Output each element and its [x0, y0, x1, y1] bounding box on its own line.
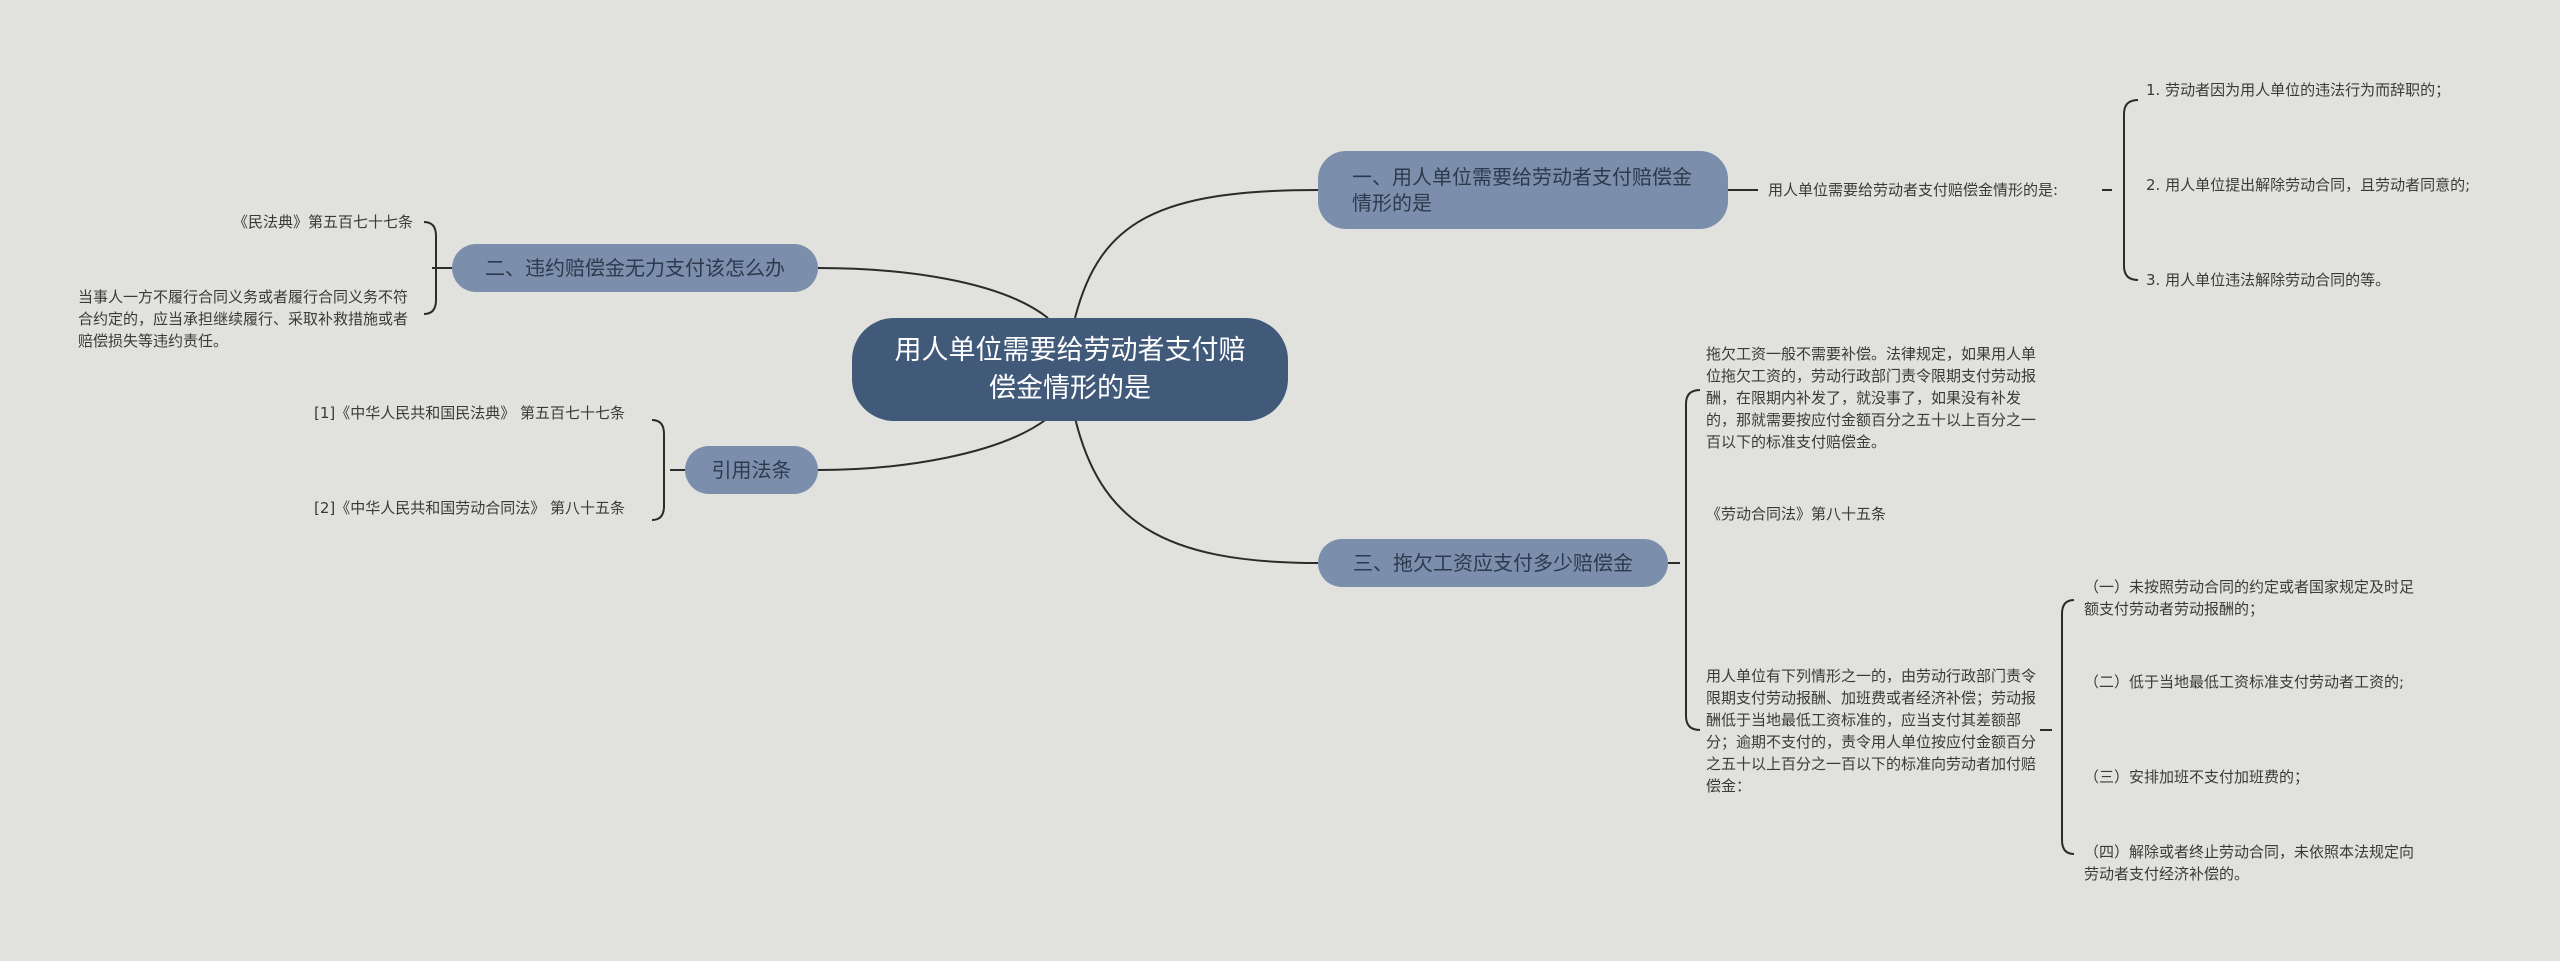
branch-2-label: 二、违约赔偿金无力支付该怎么办	[485, 256, 785, 280]
branch-node-2[interactable]: 二、违约赔偿金无力支付该怎么办	[452, 244, 818, 292]
branch-3-label: 引用法条	[711, 458, 792, 482]
branch-node-4[interactable]: 三、拖欠工资应支付多少赔偿金	[1318, 539, 1668, 587]
branch-4-subitem-4: （四）解除或者终止劳动合同，未依照本法规定向劳动者支付经济补偿的。	[2084, 843, 2415, 883]
branch-1-child: 用人单位需要给劳动者支付赔偿金情形的是:	[1768, 181, 2059, 199]
branch-3-item-2: [2]《中华人民共和国劳动合同法》 第八十五条	[314, 499, 626, 517]
branch-1-item-3: 3. 用人单位违法解除劳动合同的等。	[2146, 271, 2391, 289]
branch-4-subitem-2: （二）低于当地最低工资标准支付劳动者工资的;	[2084, 673, 2405, 691]
bracket-branch3	[651, 419, 685, 521]
branch-4-subitem-1: （一）未按照劳动合同的约定或者国家规定及时足额支付劳动者劳动报酬的；	[2084, 578, 2415, 618]
link-root-branch1	[1074, 189, 1319, 319]
root-label: 用人单位需要给劳动者支付赔偿金情形的是	[894, 334, 1246, 404]
branch-1-label: 一、用人单位需要给劳动者支付赔偿金情形的是	[1352, 165, 1692, 215]
bracket-branch1	[2102, 99, 2139, 281]
bracket-branch2	[423, 221, 452, 315]
branch-4-item-2: 《劳动合同法》第八十五条	[1706, 505, 1887, 523]
branch-2-item-2: 当事人一方不履行合同义务或者履行合同义务不符合约定的，应当承担继续履行、采取补救…	[78, 288, 409, 350]
link-root-branch3	[817, 417, 1049, 471]
root-node[interactable]: 用人单位需要给劳动者支付赔偿金情形的是	[852, 318, 1288, 421]
branch-4-item-1: 拖欠工资一般不需要补偿。法律规定，如果用人单位拖欠工资的，劳动行政部门责令限期支…	[1706, 345, 2037, 451]
link-root-branch2	[817, 267, 1049, 319]
branch-1-item-2: 2. 用人单位提出解除劳动合同，且劳动者同意的;	[2146, 176, 2471, 194]
branch-4-label: 三、拖欠工资应支付多少赔偿金	[1353, 551, 1633, 575]
branch-node-3[interactable]: 引用法条	[685, 446, 818, 494]
branch-4-item-3: 用人单位有下列情形之一的，由劳动行政部门责令限期支付劳动报酬、加班费或者经济补偿…	[1706, 667, 2037, 795]
bracket-branch4-sub	[2040, 599, 2075, 855]
branch-3-item-1: [1]《中华人民共和国民法典》 第五百七十七条	[314, 404, 626, 422]
branch-node-1[interactable]: 一、用人单位需要给劳动者支付赔偿金情形的是	[1318, 151, 1728, 229]
branch-1-item-1: 1. 劳动者因为用人单位的违法行为而辞职的；	[2146, 81, 2451, 99]
link-root-branch4	[1074, 417, 1319, 564]
branch-4-subitem-3: （三）安排加班不支付加班费的；	[2084, 768, 2310, 786]
bracket-branch4	[1668, 389, 1701, 731]
branch-2-item-1: 《民法典》第五百七十七条	[232, 213, 413, 231]
